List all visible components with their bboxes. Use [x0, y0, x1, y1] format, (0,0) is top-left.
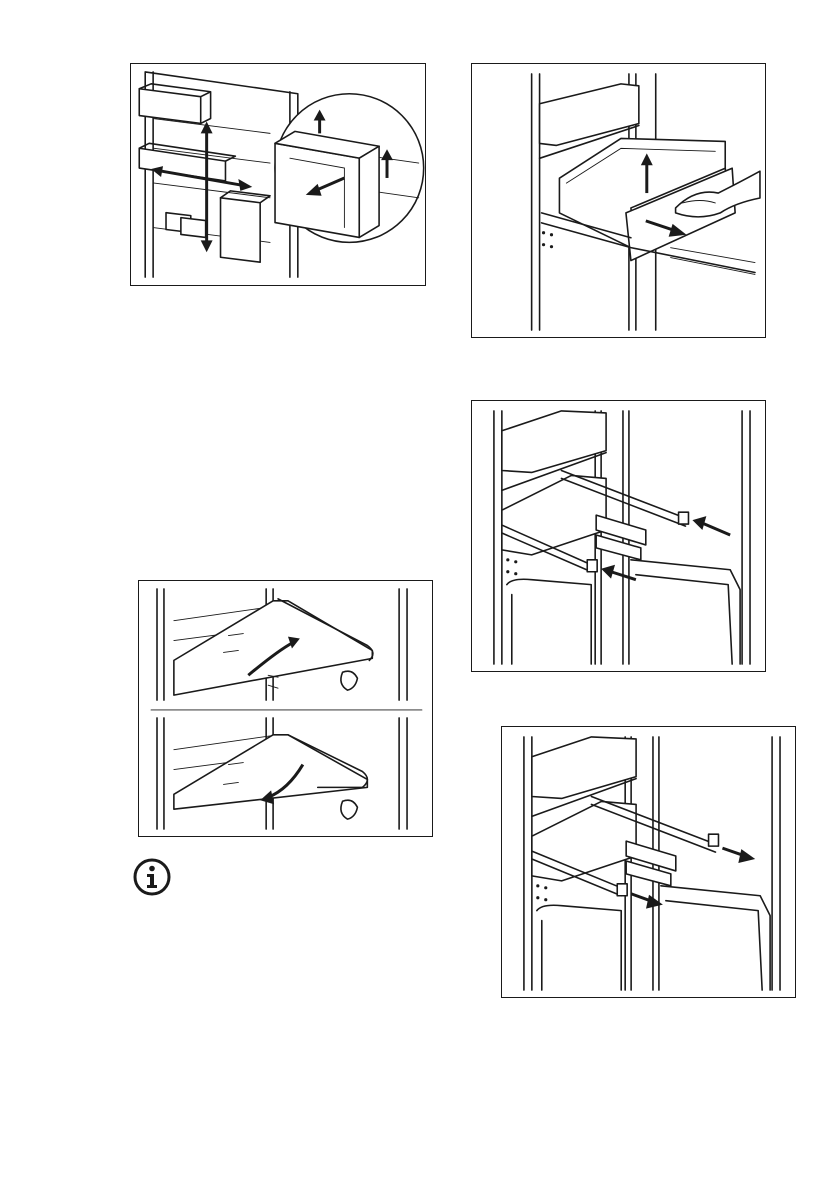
- fig-drawer-removal: [471, 63, 766, 338]
- glass-shelf-illustration: [139, 581, 432, 836]
- fig-telescopic-rails-pull-out: [501, 726, 796, 998]
- fig-door-balcony-removal: [130, 63, 426, 286]
- rails-pull-out-illustration: [502, 727, 795, 997]
- door-balcony-illustration: [131, 64, 425, 285]
- drawer-illustration: [472, 64, 765, 337]
- rails-push-in-illustration: [472, 401, 765, 671]
- fig-glass-shelf-front-edge: [138, 580, 433, 837]
- fig-telescopic-rails-push-in: [471, 400, 766, 672]
- info-icon: [132, 857, 172, 897]
